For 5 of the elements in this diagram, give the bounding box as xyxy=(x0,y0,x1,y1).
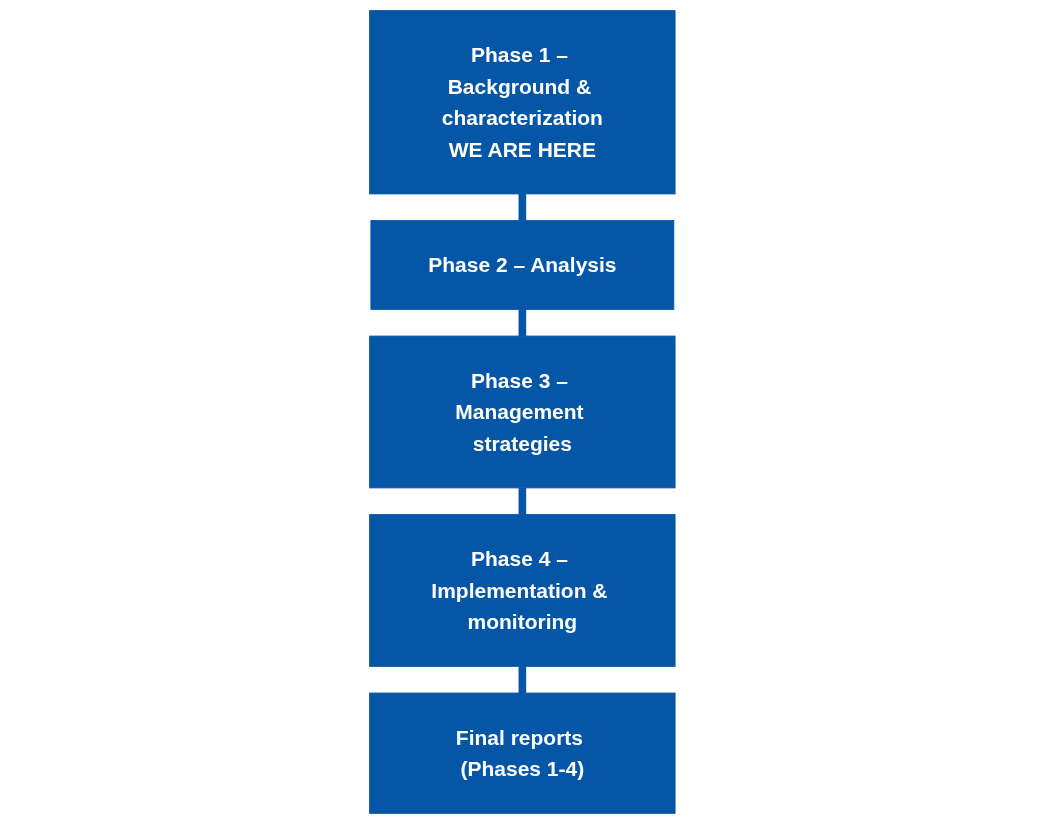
node-box: Phase 4 – Implementation & monitoring xyxy=(369,513,676,667)
node-box: Final reports (Phases 1-4) xyxy=(369,692,676,814)
node-box: Phase 1 – Background & characterization WE ARE HERE xyxy=(369,9,676,194)
node-box: Phase 2 – Analysis xyxy=(370,219,675,310)
node-box: Phase 3 – Management strategies xyxy=(369,335,676,488)
